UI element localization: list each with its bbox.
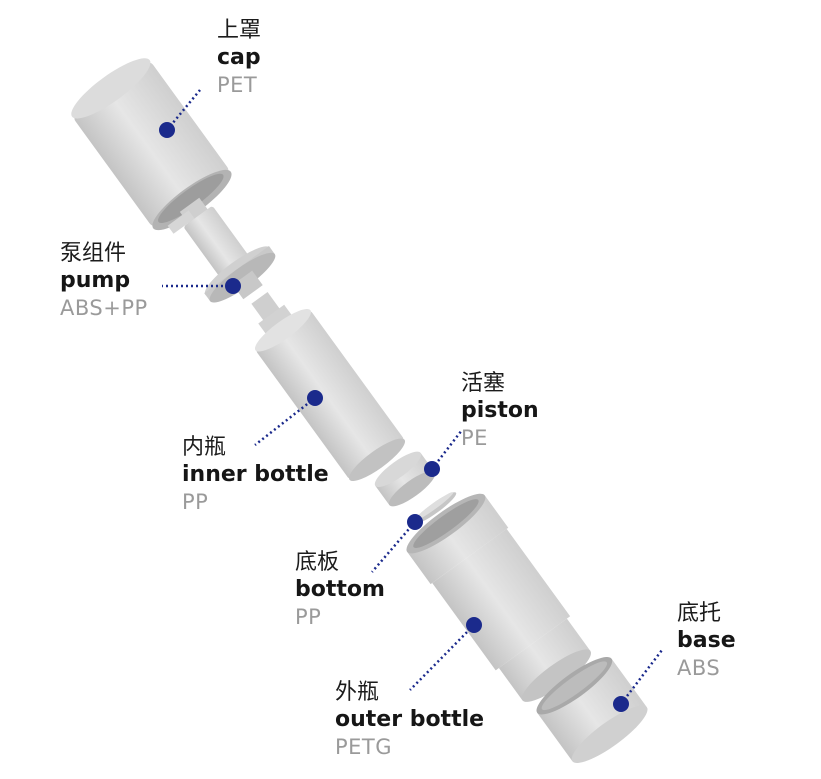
outer-bottle-en: outer bottle (335, 707, 485, 732)
base-zh: 底托 (677, 601, 722, 626)
outer-bottle-material: PETG (335, 735, 393, 759)
base-part (536, 657, 648, 763)
base-leader (620, 649, 663, 705)
cap-leader (166, 89, 201, 131)
bottom-en: bottom (295, 577, 385, 602)
cap-part (71, 58, 232, 231)
outer-bottle-leader (409, 624, 475, 691)
base-en: base (677, 628, 736, 653)
base-material: ABS (677, 656, 721, 680)
cap-material: PET (217, 73, 258, 97)
cap-marker (159, 122, 175, 138)
bottom-material: PP (295, 605, 322, 629)
pump-material: ABS+PP (60, 296, 148, 320)
bottom-zh: 底板 (295, 550, 340, 575)
piston-leader (431, 429, 463, 470)
outer-bottle-zh: 外瓶 (335, 680, 380, 705)
piston-zh: 活塞 (461, 371, 506, 396)
cap-zh: 上罩 (217, 18, 262, 43)
pump-marker (225, 278, 241, 294)
pump-en: pump (60, 268, 131, 293)
piston-material: PE (461, 426, 488, 450)
outer-bottle-label: 外瓶 outer bottle PETG (335, 682, 484, 758)
inner-bottle-material: PP (182, 490, 209, 514)
inner-bottle-marker (307, 390, 323, 406)
inner-bottle-part (251, 292, 406, 481)
pump-zh: 泵组件 (60, 241, 127, 266)
piston-part (374, 451, 436, 507)
base-marker (613, 696, 629, 712)
inner-bottle-label: 内瓶 inner bottle PP (182, 437, 329, 513)
pump-part (167, 197, 276, 303)
cap-label: 上罩 cap PET (217, 20, 261, 96)
piston-en: piston (461, 398, 539, 423)
bottom-marker (407, 514, 423, 530)
bottom-label: 底板 bottom PP (295, 552, 385, 628)
bottom-part (413, 492, 457, 524)
bottom-leader (371, 521, 416, 573)
cap-en: cap (217, 45, 261, 70)
piston-label: 活塞 piston PE (461, 373, 539, 449)
piston-marker (424, 461, 440, 477)
outer-bottle-marker (466, 617, 482, 633)
inner-bottle-en: inner bottle (182, 462, 329, 487)
inner-bottle-zh: 内瓶 (182, 435, 227, 460)
pump-label: 泵组件 pump ABS+PP (60, 243, 148, 319)
base-label: 底托 base ABS (677, 603, 736, 679)
outer-bottle-part (406, 493, 592, 702)
